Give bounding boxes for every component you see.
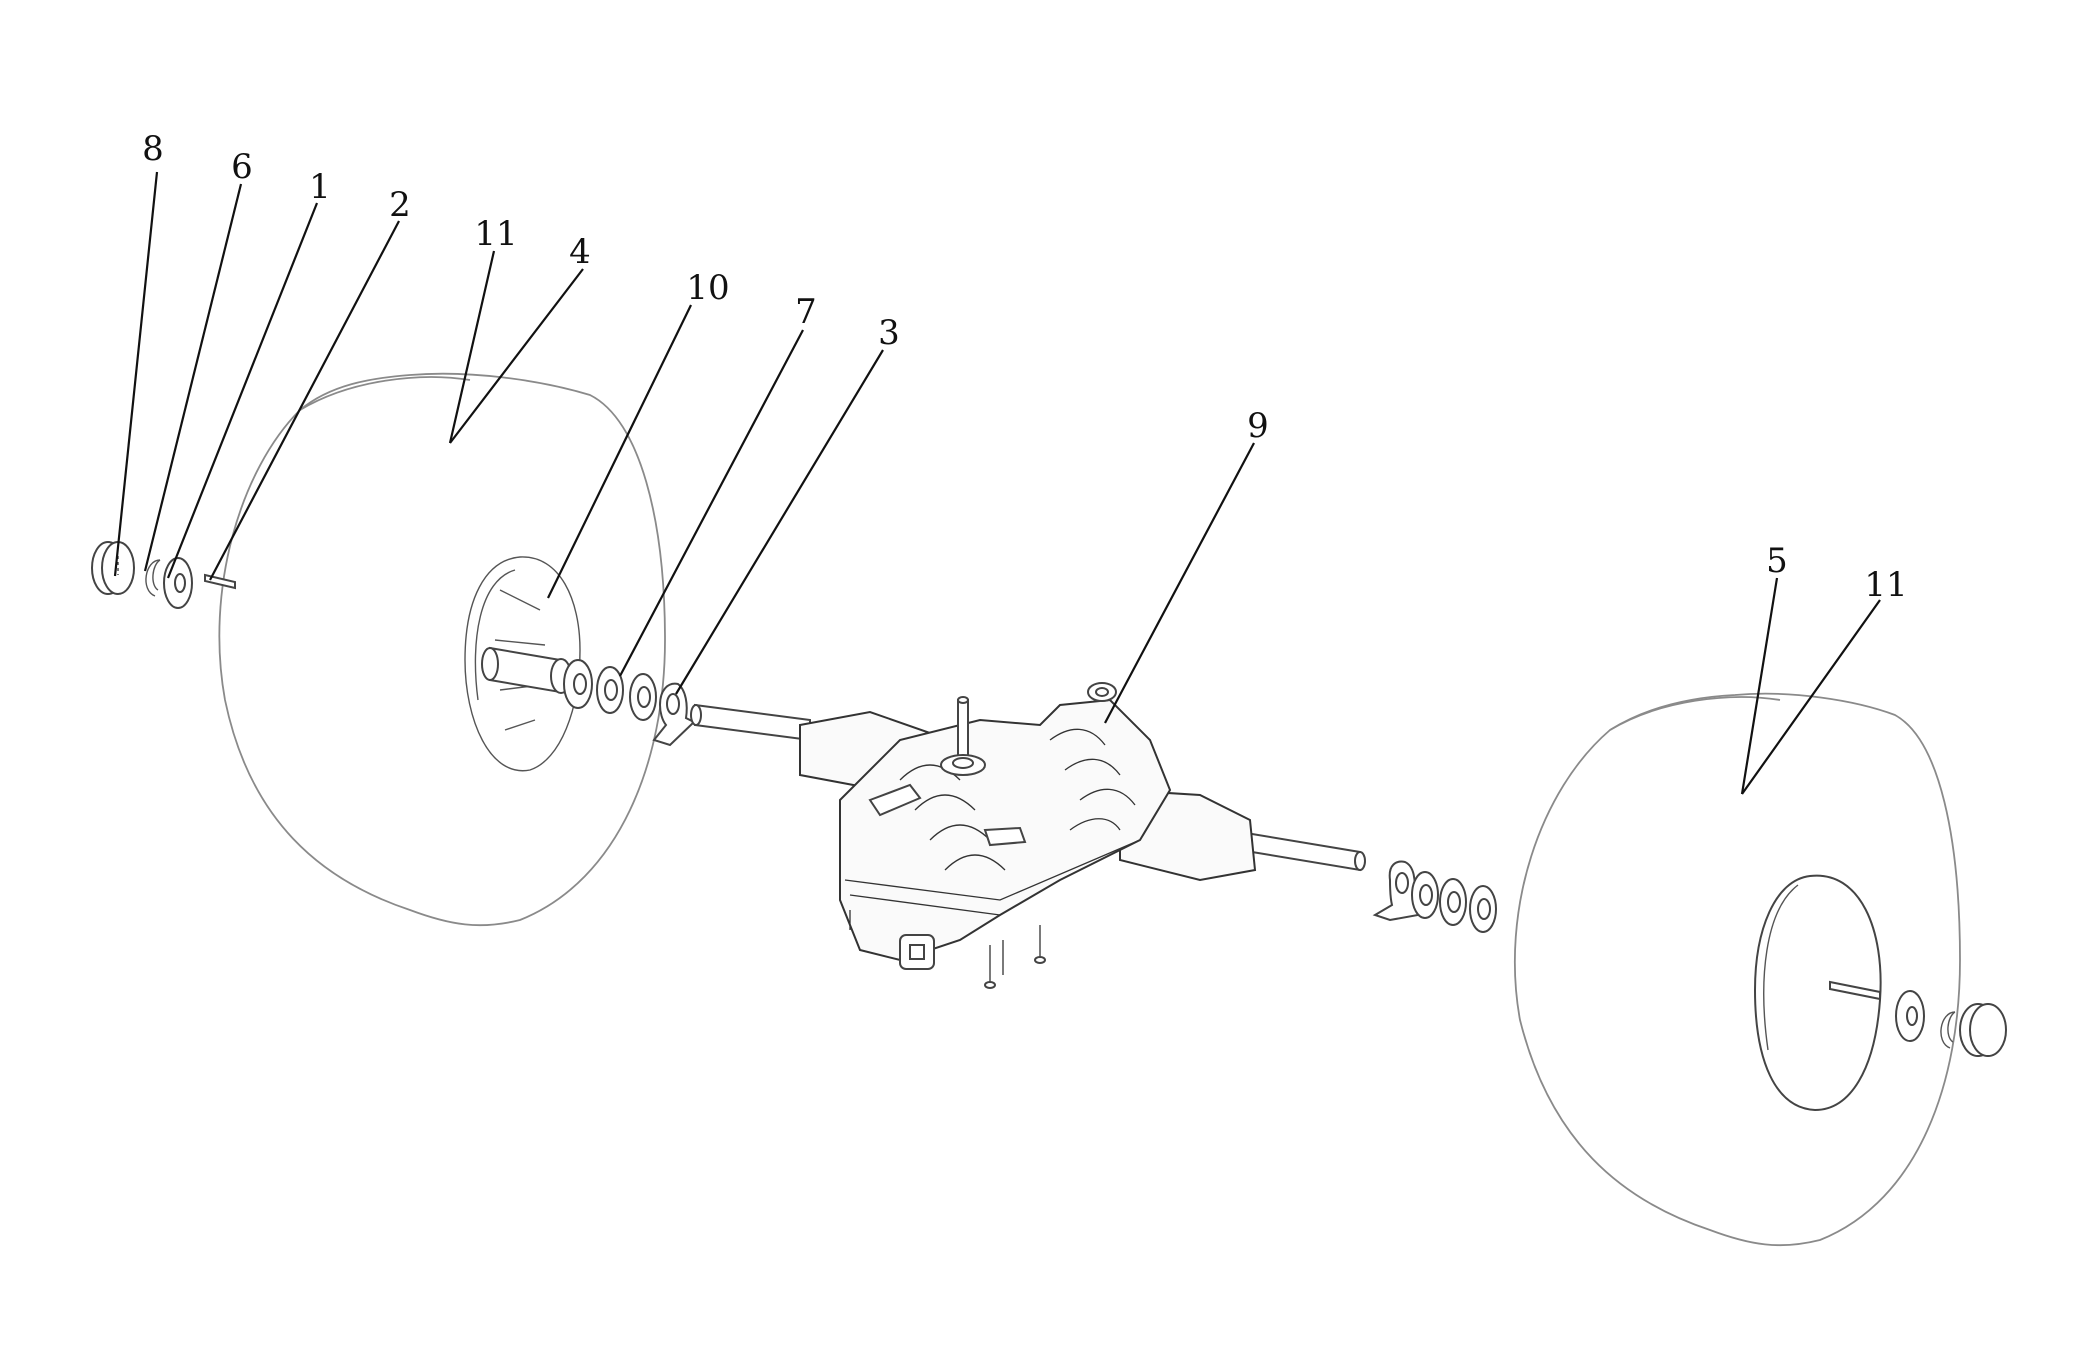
callout-9: 9 <box>1247 406 1269 446</box>
callout-10: 10 <box>686 268 729 308</box>
callout-4: 4 <box>569 232 591 272</box>
thrust-washer-right-2 <box>1439 878 1467 926</box>
e-clip-right <box>1940 1011 1956 1049</box>
right-wheel-assembly <box>1513 692 1961 1247</box>
left-wheel-rim-inner <box>474 569 546 731</box>
washer-left <box>163 557 193 609</box>
callout-11-left: 11 <box>474 214 517 254</box>
key-right <box>1829 980 1881 1001</box>
left-tire-edge <box>299 376 471 411</box>
hub-cap-left <box>91 541 135 595</box>
key-left <box>204 573 236 590</box>
thrust-washer-left-2 <box>629 673 657 721</box>
hub-spacer-right <box>1469 885 1497 933</box>
callout-labels: 8 6 1 2 11 4 10 7 3 9 5 11 <box>142 129 1907 605</box>
callout-7: 7 <box>795 292 817 332</box>
callout-1: 1 <box>309 167 331 207</box>
left-wheel-rim <box>464 556 581 772</box>
left-hub-spindle-cap <box>481 647 499 681</box>
left-tire-outline <box>218 372 666 927</box>
callout-5: 5 <box>1766 541 1788 581</box>
callout-3: 3 <box>878 313 900 353</box>
left-hub-spindle <box>489 646 561 694</box>
right-wheel-rim <box>1753 874 1882 1112</box>
thrust-washer-right-1 <box>1411 871 1439 919</box>
right-wheel-rim-inner <box>1763 884 1799 1051</box>
hub-spacer-left <box>563 659 593 709</box>
e-clip-left <box>145 559 161 597</box>
right-tire-outline <box>1513 692 1961 1247</box>
callout-11-right: 11 <box>1864 565 1907 605</box>
callout-6: 6 <box>231 147 253 187</box>
left-wheel-assembly <box>218 372 666 927</box>
callout-8: 8 <box>142 129 164 169</box>
right-tire-edge <box>1609 696 1781 731</box>
hub-cap-right <box>1959 1003 2007 1057</box>
axle-bracket-left <box>652 682 696 747</box>
axle-bracket-right <box>1372 860 1420 922</box>
thrust-washer-left-1 <box>596 666 624 714</box>
callout-2: 2 <box>389 185 411 225</box>
transaxle <box>690 682 1366 989</box>
washer-right <box>1895 990 1925 1042</box>
leader-lines <box>113 171 1881 795</box>
